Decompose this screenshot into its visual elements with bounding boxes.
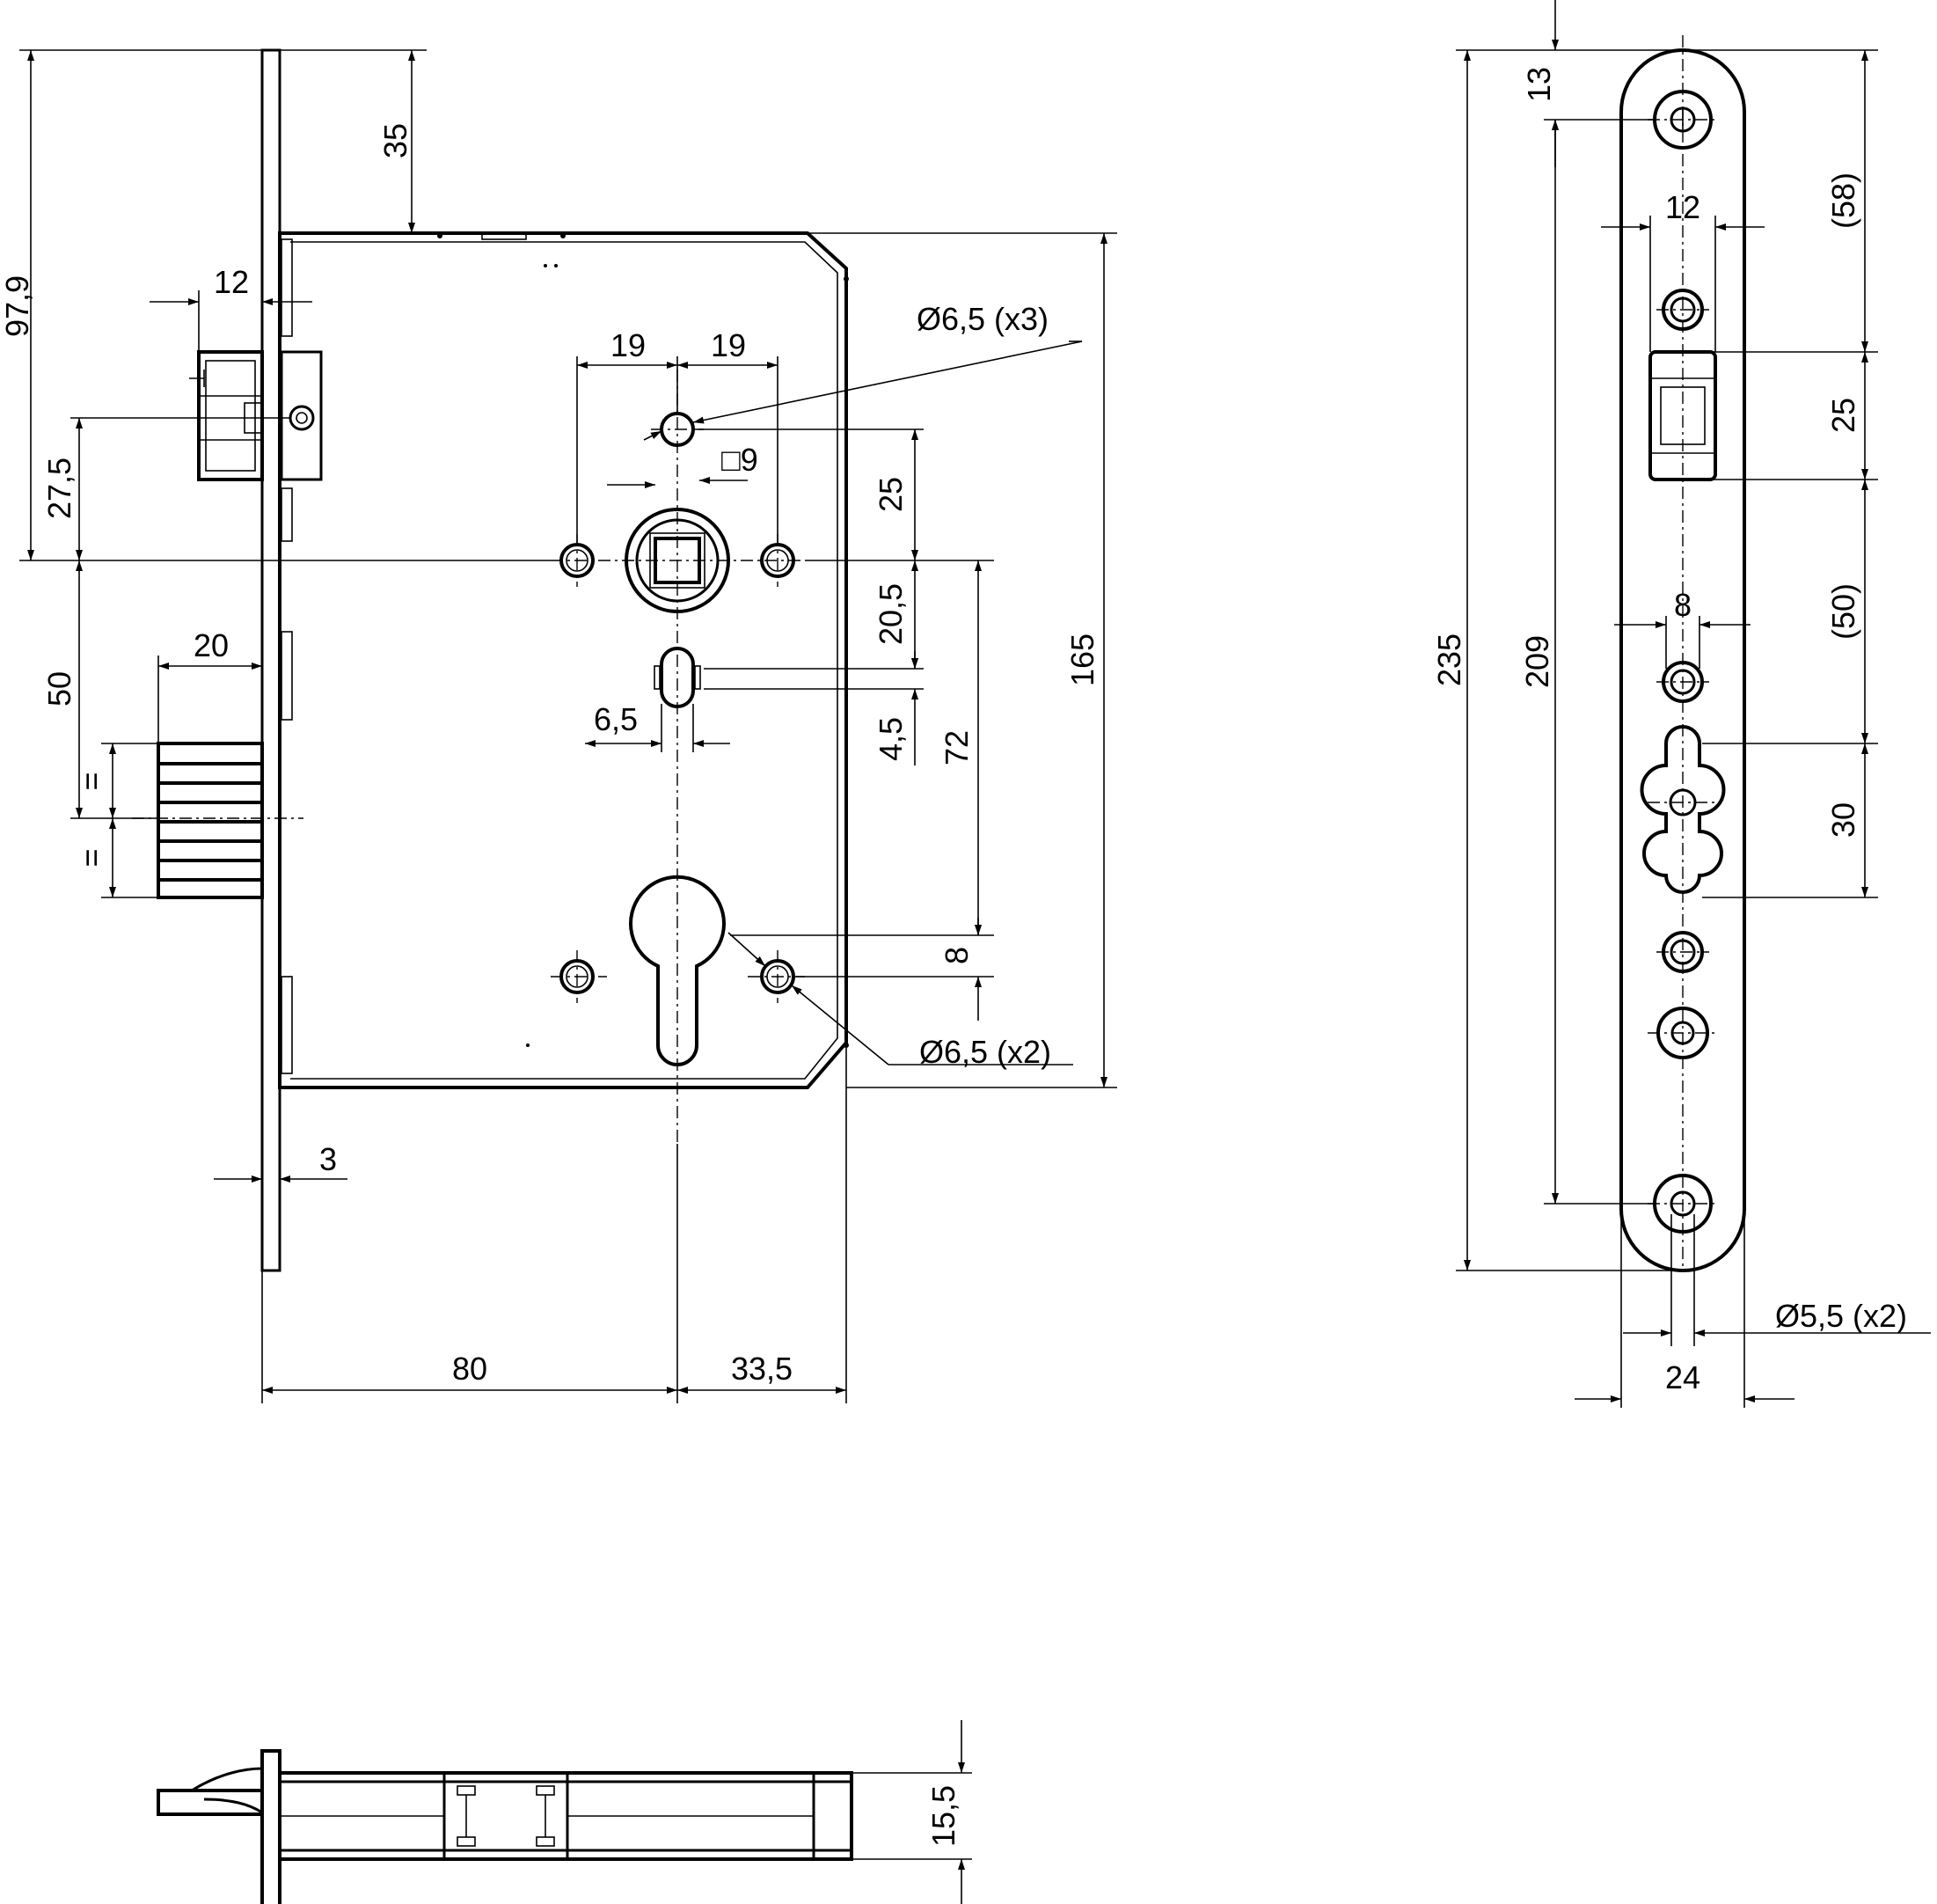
dim-15-5: 15,5 — [925, 1785, 961, 1847]
slot — [660, 647, 695, 708]
dim-97-9: 97,9 — [0, 275, 35, 337]
dim-165: 165 — [1064, 633, 1100, 686]
dim-13: 13 — [1521, 67, 1557, 102]
front-view: 97,9 35 12 27,5 20 50 = = 19 19 Ø6,5 (x3… — [0, 48, 1117, 1403]
dim-235: 235 — [1431, 633, 1467, 686]
dim-209: 209 — [1519, 635, 1555, 688]
dim-25-side: 25 — [1825, 398, 1861, 433]
dim-50: 50 — [41, 671, 77, 707]
dead-bolt — [157, 742, 264, 899]
dim-3: 3 — [319, 1141, 337, 1177]
latch-bolt — [189, 350, 323, 481]
dim-hole-bottom: Ø6,5 (x2) — [919, 1034, 1051, 1070]
dim-8-side: 8 — [1674, 587, 1692, 623]
dim-50-side: (50) — [1825, 583, 1861, 640]
dim-72: 72 — [939, 730, 975, 765]
dim-24: 24 — [1665, 1359, 1700, 1395]
dim-80: 80 — [452, 1351, 487, 1387]
bottom-view: 15,5 — [157, 1720, 972, 1904]
dim-8: 8 — [939, 947, 975, 964]
dim-6-5: 6,5 — [594, 701, 638, 737]
dim-20: 20 — [194, 627, 229, 663]
dim-20-5: 20,5 — [873, 583, 909, 645]
dim-33-5: 33,5 — [731, 1351, 793, 1387]
dim-equal-bottom: = — [73, 848, 109, 867]
dim-19-right: 19 — [711, 327, 746, 363]
faceplate — [260, 48, 281, 1272]
cylinder-profile — [1640, 725, 1726, 894]
dim-30: 30 — [1825, 802, 1861, 838]
dim-hole-top: Ø6,5 (x3) — [917, 301, 1049, 337]
dim-equal-top: = — [73, 772, 109, 790]
dim-hole-side: Ø5,5 (x2) — [1775, 1298, 1907, 1334]
faceplate-edge — [260, 1749, 281, 1904]
dim-19-left: 19 — [610, 327, 646, 363]
cylinder-cutout — [629, 875, 726, 1066]
dim-25: 25 — [873, 477, 909, 512]
dim-12: 12 — [214, 264, 249, 300]
side-view: 13 235 209 (58) 12 25 (50) 8 30 Ø5,5 (x2… — [1431, 0, 1931, 1408]
dim-58: (58) — [1825, 172, 1861, 229]
dim-27-5: 27,5 — [41, 458, 77, 519]
lock-case — [278, 231, 848, 1089]
dim-12-side: 12 — [1665, 189, 1700, 225]
dim-35: 35 — [377, 123, 413, 158]
dim-4-5: 4,5 — [873, 717, 909, 761]
dim-square: □9 — [721, 442, 758, 478]
